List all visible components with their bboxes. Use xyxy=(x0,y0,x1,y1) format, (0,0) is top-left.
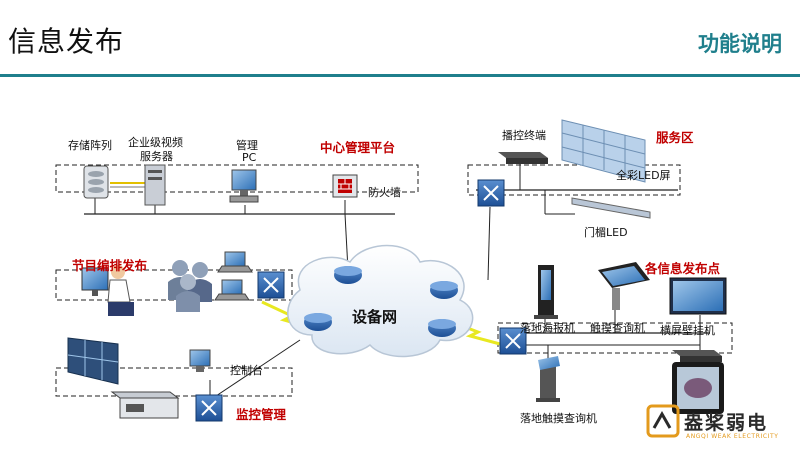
page-subtitle: 功能说明 xyxy=(698,32,782,56)
zone-box-center xyxy=(55,164,419,193)
zone-title-program: 节目编排发布 xyxy=(72,258,148,273)
label-firewall: 防火墙 xyxy=(368,186,401,199)
router-icon xyxy=(334,266,362,284)
cloud-label: 设备网 xyxy=(352,308,398,326)
header-divider xyxy=(0,74,800,77)
wall-mount-icon xyxy=(669,277,727,315)
zone-box-service xyxy=(467,164,681,196)
router-icon xyxy=(428,319,456,337)
tablet-display-icon xyxy=(672,362,724,414)
label-led-full: 全彩LED屏 xyxy=(616,169,671,182)
label-floor-poster: 落地海报机 xyxy=(520,322,575,335)
logo-name: 盎桨弱电 xyxy=(684,412,769,434)
player-terminal-icon xyxy=(498,152,548,164)
firewall-icon xyxy=(332,174,358,198)
label-floor-touch: 落地触摸查询机 xyxy=(520,412,597,425)
storage-array-icon xyxy=(83,165,109,199)
zone-box-monitor xyxy=(55,367,293,397)
door-led-icon xyxy=(571,197,651,219)
switch-icon xyxy=(195,394,223,422)
led-wall-icon xyxy=(561,119,646,183)
switch-icon xyxy=(477,179,505,207)
zone-title-release: 各信息发布点 xyxy=(645,261,721,276)
router-icon xyxy=(304,313,332,331)
label-video-server-line1: 企业级视频 xyxy=(128,136,183,149)
floor-touch-kiosk-icon xyxy=(536,356,560,402)
monitor-wall-icon xyxy=(67,337,119,385)
staff-group-icon xyxy=(168,260,212,312)
logo-english: ANGQI WEAK ELECTRICITY xyxy=(686,433,779,440)
set-top-box-icon xyxy=(672,350,722,362)
label-video-server-line2: 服务器 xyxy=(140,150,173,163)
label-led-door: 门楣LED xyxy=(584,226,628,239)
label-mgmt-pc-line2: PC xyxy=(242,151,257,164)
label-touch-kiosk: 触摸查询机 xyxy=(590,322,645,335)
control-console-icon xyxy=(189,349,211,372)
laptop-icon xyxy=(217,251,253,273)
operator-icon xyxy=(81,265,134,316)
floor-poster-icon xyxy=(534,265,558,319)
touch-kiosk-icon xyxy=(598,262,650,310)
logo-mark-icon xyxy=(646,404,680,438)
rack-device-icon xyxy=(110,391,180,419)
zone-title-center: 中心管理平台 xyxy=(320,140,396,155)
video-server-icon xyxy=(144,164,166,206)
laptop-icon xyxy=(214,279,250,301)
label-wall-mount: 横屏壁挂机 xyxy=(660,324,715,337)
label-player-terminal: 播控终端 xyxy=(502,129,546,142)
page-title: 信息发布 xyxy=(8,25,125,58)
switch-icon xyxy=(257,271,285,299)
label-mgmt-pc-line1: 管理 xyxy=(236,139,258,152)
router-icon xyxy=(430,281,458,299)
switch-icon xyxy=(499,327,527,355)
label-console: 控制台 xyxy=(230,364,263,377)
cloud-shape xyxy=(287,244,474,358)
management-pc-icon xyxy=(229,169,259,203)
zone-title-service: 服务区 xyxy=(656,130,694,145)
label-storage: 存储阵列 xyxy=(68,139,112,152)
zone-title-monitor: 监控管理 xyxy=(236,407,287,422)
